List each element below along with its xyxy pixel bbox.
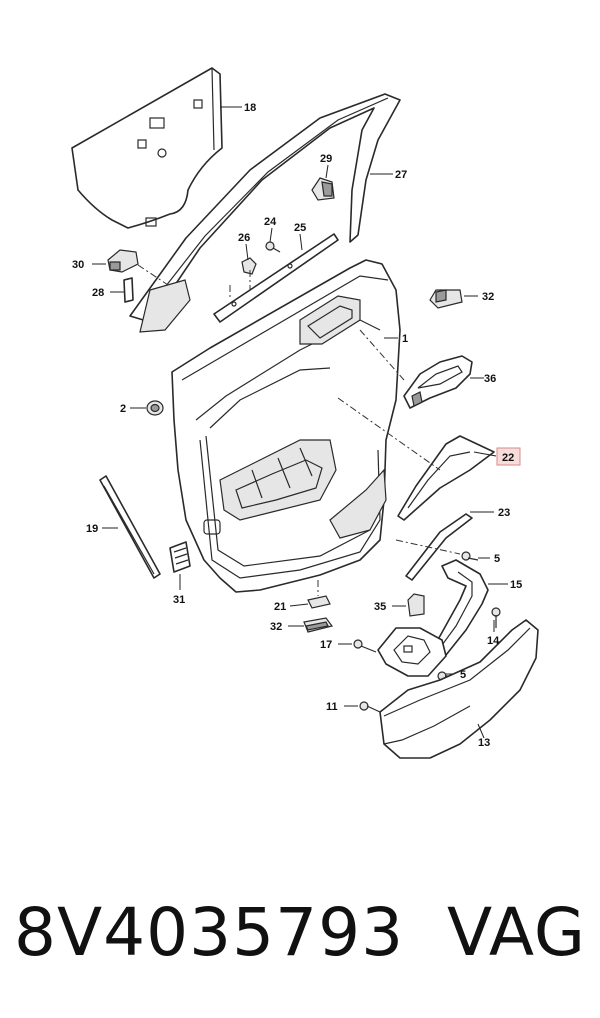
- callout-31: 31: [173, 594, 185, 606]
- callout-14: 14: [487, 635, 500, 647]
- part-36-door-handle: [403, 355, 473, 409]
- part-13-armrest: [379, 619, 539, 759]
- callout-36: 36: [484, 373, 496, 385]
- part-28-foam-pad: [123, 277, 134, 303]
- part-18-insulation-panel: [71, 67, 223, 229]
- callout-1: 1: [402, 333, 408, 345]
- part-30-clip: [107, 249, 139, 273]
- part-29-clip: [311, 177, 335, 201]
- callout-18: 18: [244, 102, 256, 114]
- part-22-speaker-cover: [397, 435, 495, 521]
- part-21-pad: [307, 595, 331, 609]
- part-17-screw: [353, 639, 377, 653]
- callout-22-highlight: [496, 447, 521, 466]
- callout-21: 21: [274, 601, 286, 613]
- part-11-screw: [359, 701, 381, 713]
- callout-24: 24: [264, 216, 277, 228]
- part-19-window-seal: [99, 475, 161, 579]
- callout-30: 30: [72, 259, 84, 271]
- callout-32-top: 32: [482, 291, 494, 303]
- callout-11: 11: [326, 701, 338, 713]
- footer: 8V4035793 VAG: [0, 888, 600, 988]
- exploded-parts-diagram: 18 29 27 24 26 25 30 28 32 1 36 2 22 23 …: [71, 67, 539, 759]
- callout-5-upper: 5: [494, 553, 500, 565]
- part-23-seal-strip: [405, 513, 473, 581]
- callout-5-lower: 5: [460, 669, 466, 681]
- part-31-switch: [169, 541, 191, 573]
- callout-13: 13: [478, 737, 490, 749]
- mounting-bracket: [377, 627, 447, 677]
- part-5-screw-upper: [461, 551, 479, 561]
- callout-35: 35: [374, 601, 386, 613]
- callout-28: 28: [92, 287, 104, 299]
- part-27-window-frame-trim: [129, 93, 401, 333]
- brand-name: VAG: [446, 894, 586, 971]
- callout-2: 2: [120, 403, 126, 415]
- part-1-door-trim-panel: [171, 259, 401, 593]
- callout-29: 29: [320, 153, 332, 165]
- part-2-plug: [146, 400, 164, 416]
- callout-17: 17: [320, 639, 332, 651]
- part-32-clip-top: [429, 289, 463, 309]
- callout-27: 27: [395, 169, 407, 181]
- callout-labels: 18 29 27 24 26 25 30 28 32 1 36 2 22 23 …: [72, 102, 522, 749]
- callout-23: 23: [498, 507, 510, 519]
- part-35-clip: [407, 593, 425, 617]
- callout-26: 26: [238, 232, 250, 244]
- part-32-cap-bottom: [303, 617, 334, 633]
- part-14-screw: [491, 607, 501, 628]
- callout-25: 25: [294, 222, 306, 234]
- part-26-clip: [241, 257, 257, 275]
- callout-15: 15: [510, 579, 522, 591]
- part-24-screw: [265, 241, 281, 253]
- callout-22: 22: [502, 452, 514, 464]
- part-25-trim-strip: [213, 233, 339, 323]
- callout-19: 19: [86, 523, 98, 535]
- callout-32-bottom: 32: [270, 621, 282, 633]
- part-number: 8V4035793: [14, 894, 405, 971]
